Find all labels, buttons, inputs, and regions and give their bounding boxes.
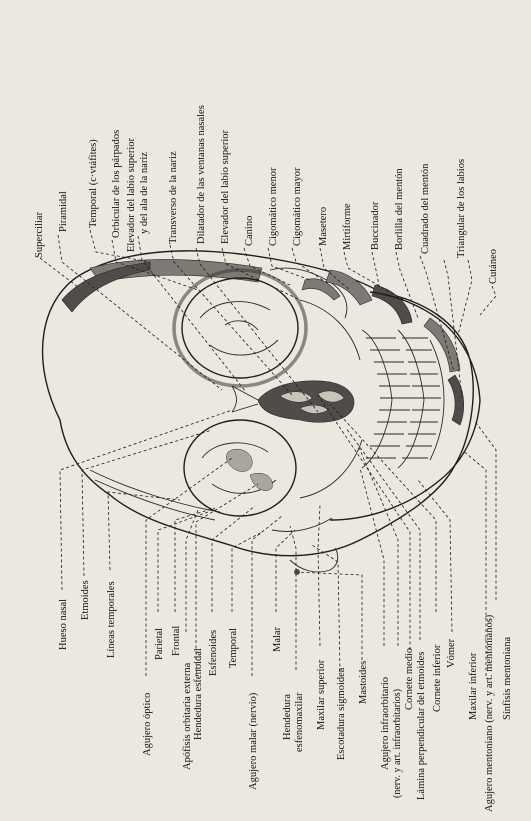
- label-agujero-optico: Agujero óptico: [142, 693, 153, 756]
- label-agujero-infraorbitario-2: (nerv. y art. infraorbitarios): [392, 689, 403, 798]
- label-mastoides: Mastoides: [358, 661, 369, 704]
- label-escotadura-sigmoidea: Escotadura sigmoidea: [336, 667, 347, 760]
- label-lineas-temporales: Líneas temporales: [106, 581, 117, 658]
- label-canino: Canino: [244, 216, 255, 246]
- lip-line: [430, 340, 444, 460]
- label-maxilar-inferior: Maxilar inferior: [468, 652, 479, 720]
- label-mirtiforme: Mirtiforme: [342, 203, 353, 250]
- label-cornete-inferior: Cornete inferior: [432, 644, 443, 712]
- label-triangular-labios: Triangular de los labios: [456, 159, 467, 258]
- label-cornete-medio: Cornete medio: [404, 648, 415, 710]
- label-frontal: Frontal: [171, 626, 182, 656]
- label-parietal: Parietal: [154, 628, 165, 660]
- label-malar: Malar: [272, 626, 283, 652]
- label-lamina-perpendicular: Lámina perpendicular del etmoides: [416, 652, 427, 800]
- label-esfenoides: Esfenoides: [208, 630, 219, 676]
- label-piramidal: Piramidal: [58, 191, 69, 232]
- label-cuadrado-menton: Cuadrado del mentón: [420, 163, 431, 254]
- label-orbicular-parpados: Orbicular de los párpados: [111, 130, 122, 238]
- label-superciliar: Superciliar: [34, 211, 45, 258]
- label-elevador-ala-nariz-2: y del ala de la nariz: [139, 152, 150, 234]
- label-apofisis-orbitaria: Apófisis orbitaria externa: [182, 662, 193, 770]
- label-agujero-malar: Agujero malar (nervio): [248, 692, 259, 790]
- label-borlilla-menton: Borlilla del mentón: [394, 168, 405, 250]
- label-hendedura-1: Hendedura: [282, 694, 293, 740]
- label-temporal-bottom: Temporal: [228, 628, 239, 668]
- nasal-aperture: [258, 381, 354, 422]
- teeth: [362, 330, 441, 468]
- label-elevador-ala-nariz-1: Elevador del labio superior: [126, 137, 137, 252]
- sphenoidal-fissure-shape: [250, 473, 272, 490]
- label-elevador-labio-superior: Elevador del labio superior: [220, 129, 231, 244]
- skull-illustration: [43, 251, 480, 575]
- label-maxilar-superior: Maxilar superior: [316, 659, 327, 730]
- depressor-muscle: [424, 318, 460, 372]
- right-orbit: [182, 278, 298, 378]
- label-agujero-mentoniano: Agujero mentoniano (nerv. y art. mentoni…: [484, 614, 495, 812]
- label-agujero-infraorbitario-1: Agujero infraorbitario: [380, 677, 391, 770]
- zygomatic-arch-left: [272, 518, 332, 532]
- label-hueso-nasal: Hueso nasal: [58, 599, 69, 650]
- label-cigomatico-menor: Cigomático menor: [268, 167, 279, 246]
- label-cutaneo: Cutáneo: [488, 249, 499, 284]
- label-sinfisis-mentoniana: Sínfisis mentoniana: [502, 637, 513, 720]
- skull-outline: [43, 251, 474, 556]
- label-hendedura-2: esfenomaxilar: [294, 692, 305, 752]
- label-masetero: Masetero: [318, 207, 329, 246]
- mastoid-process: [290, 548, 338, 572]
- label-temporal-top: Temporal (c·vtáfites): [88, 139, 99, 228]
- bottom-labels: Hueso nasal Etmoides Líneas temporales A…: [58, 580, 513, 812]
- optic-foramen-shape: [226, 449, 252, 471]
- nasal-bones: [232, 386, 258, 412]
- mentalis-muscle: [448, 375, 464, 425]
- label-buccinador: Buccinador: [370, 201, 381, 250]
- orbicularis-oculi: [174, 270, 306, 386]
- label-transverso-nariz: Transverso de la nariz: [168, 151, 179, 244]
- label-cigomatico-mayor: Cigomático mayor: [292, 167, 303, 246]
- label-vomer: Vómer: [446, 638, 457, 668]
- label-dilatador-ventanas: Dilatador de las ventanas nasales: [196, 105, 207, 244]
- buccinator-muscle: [372, 285, 412, 324]
- label-hendedura-esfenoidal: Hendedura esfenoidal: [193, 648, 204, 740]
- label-etmoides: Etmoides: [80, 580, 91, 620]
